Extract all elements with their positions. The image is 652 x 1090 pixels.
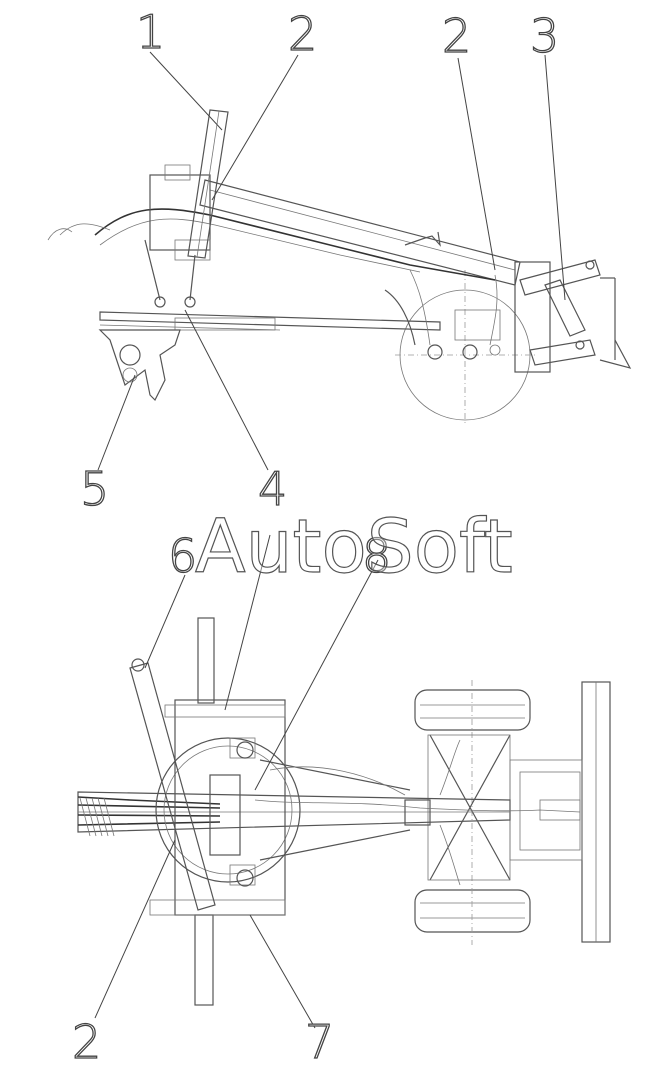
- top-view: [77, 617, 611, 1006]
- callout-labels: 1 2 2 3 4 5 6 8 2 7: [71, 4, 560, 1069]
- rear-arm-upper: [519, 259, 601, 296]
- callout-3: 3: [530, 9, 559, 63]
- callout-4: 4: [258, 462, 287, 516]
- turntable: [155, 737, 301, 883]
- callout-2-bottom: 2: [72, 1015, 101, 1069]
- cab-block: [149, 174, 211, 251]
- lower-bar: [99, 311, 441, 331]
- callout-5: 5: [80, 462, 109, 516]
- callout-7: 7: [305, 1015, 334, 1069]
- harness-bundle: [77, 796, 221, 826]
- callout-2-top-left: 2: [288, 7, 317, 61]
- rear-cylinder: [544, 279, 586, 337]
- callout-2-top-right: 2: [442, 9, 471, 63]
- wheel-left: [414, 689, 531, 731]
- lift-cylinder: [187, 109, 229, 259]
- callout-1: 1: [136, 5, 165, 59]
- wheel-right: [414, 889, 531, 933]
- harness-main: [94, 208, 496, 281]
- callout-6: 6: [168, 529, 197, 583]
- rear-arm-lower: [529, 339, 596, 366]
- front-bracket: [98, 329, 181, 402]
- diagonal-arm: [129, 662, 216, 911]
- frame-beam: [199, 179, 521, 286]
- leader-lines: [94, 51, 566, 1029]
- side-view: [47, 109, 632, 425]
- callout-8: 8: [362, 529, 391, 583]
- watermark-text: AutoSoft: [195, 504, 513, 590]
- main-beam: [77, 791, 511, 833]
